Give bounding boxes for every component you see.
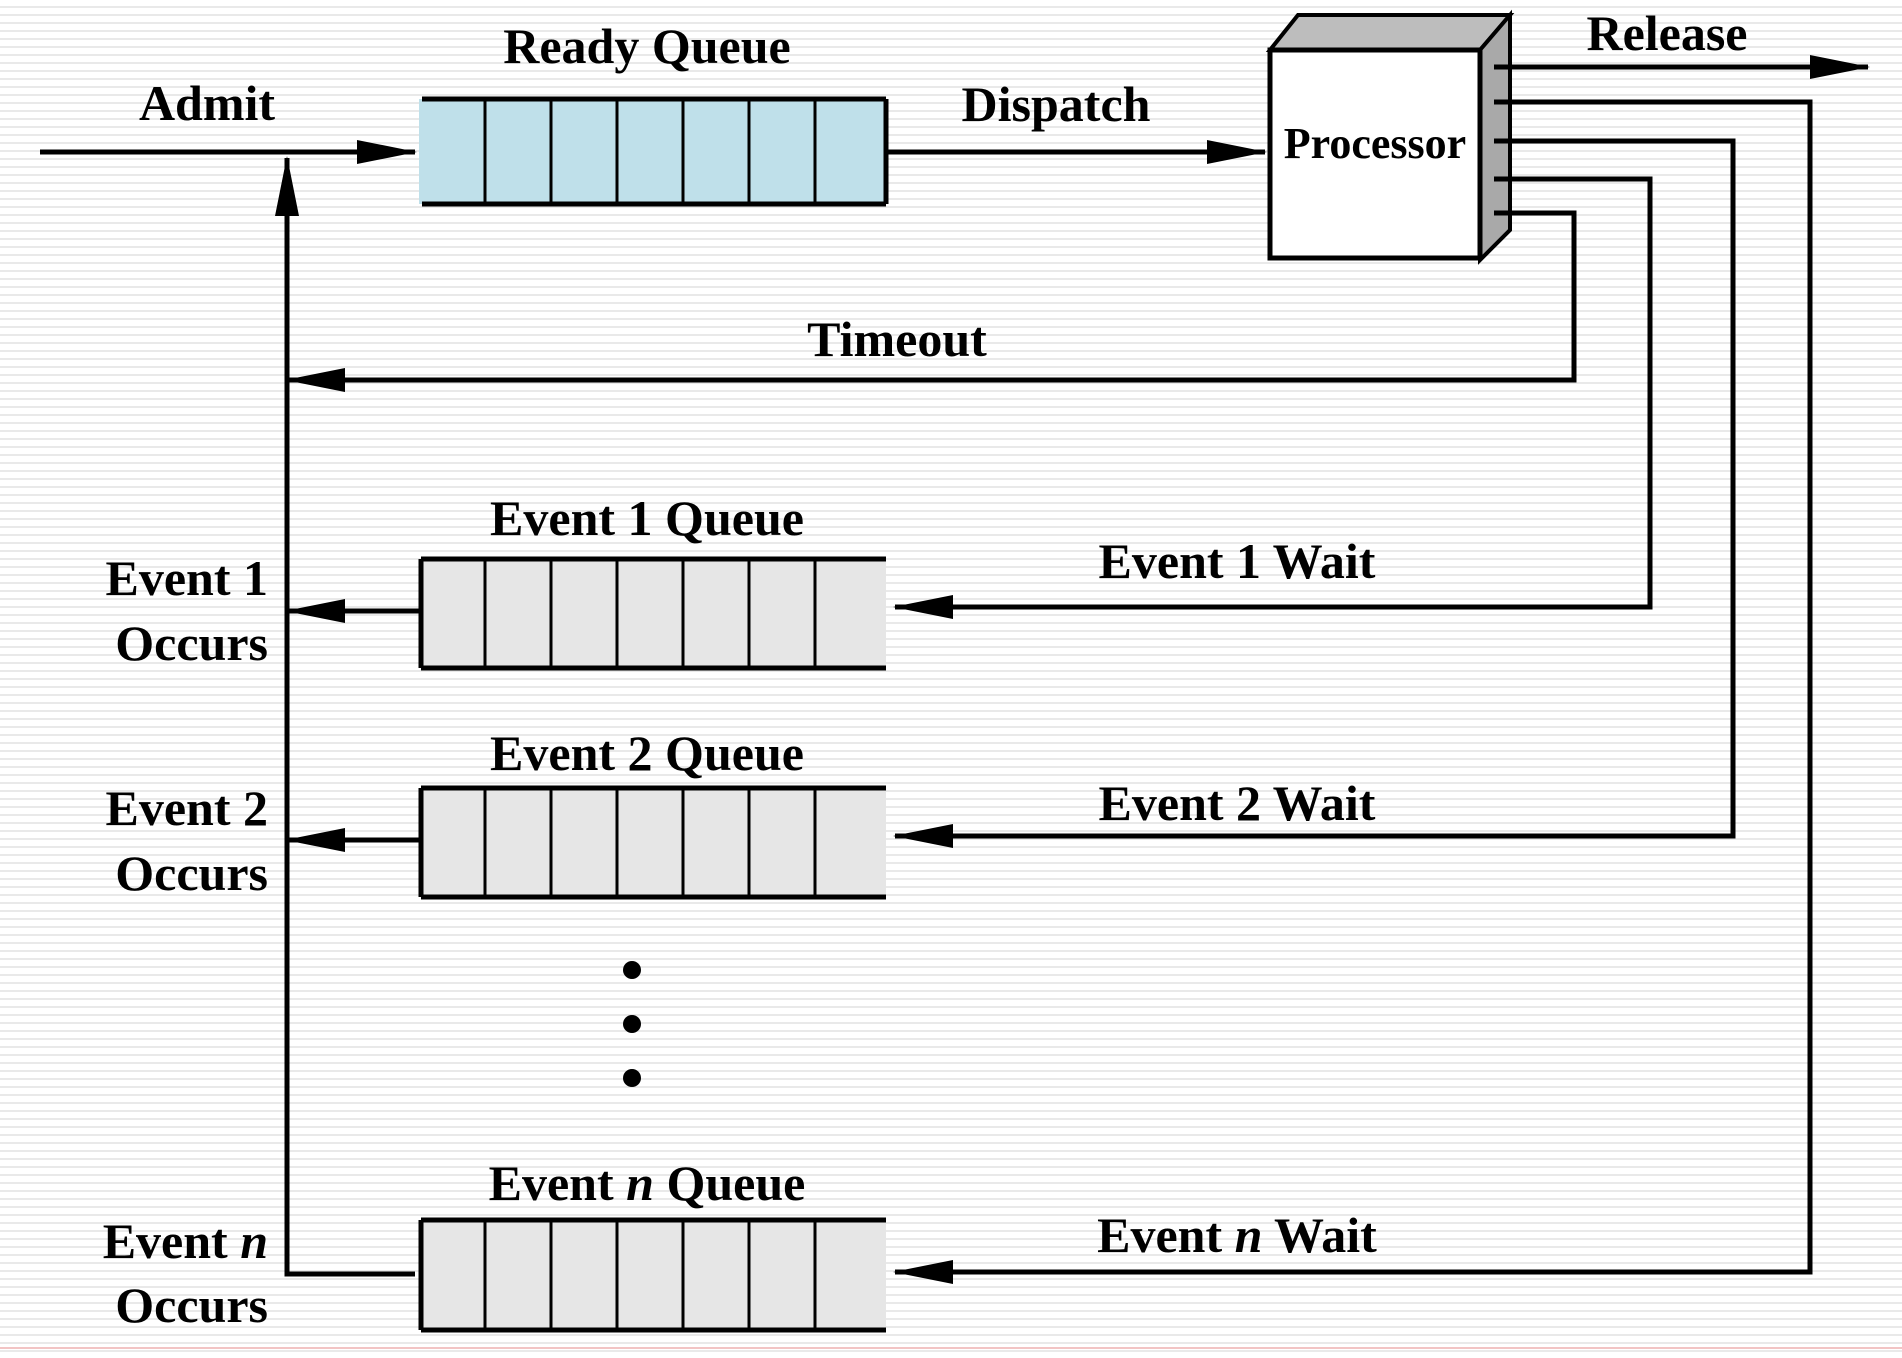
event1-queue-label: Event 1 Queue xyxy=(490,490,804,546)
ready-queue-label: Ready Queue xyxy=(503,18,791,74)
event2-wait-label: Event 2 Wait xyxy=(1099,775,1376,831)
timeout-label: Timeout xyxy=(807,311,987,367)
release-label: Release xyxy=(1586,5,1747,61)
processor-side xyxy=(1478,9,1512,265)
event2-occurs-label-line2: Occurs xyxy=(115,845,268,901)
event1-wait-label: Event 1 Wait xyxy=(1099,533,1376,589)
eventn-wait-label: Event n Wait xyxy=(1097,1207,1377,1263)
event1-queue xyxy=(418,556,886,671)
event2-queue-fill xyxy=(421,788,886,897)
timeout-arrow xyxy=(285,210,1577,392)
event2-wait-arrow xyxy=(893,138,1736,848)
admit-label: Admit xyxy=(139,75,275,131)
event2-queue-label: Event 2 Queue xyxy=(490,725,804,781)
ellipsis-dots xyxy=(623,961,641,1087)
event2-queue xyxy=(418,785,886,900)
processor-top xyxy=(1265,13,1515,52)
event1-queue-fill xyxy=(421,559,886,668)
eventn-wait-arrow xyxy=(893,99,1813,1284)
eventn-queue-fill xyxy=(421,1220,886,1330)
event1-occurs-label-line1: Event 1 xyxy=(106,550,269,606)
event2-occurs-label-line1: Event 2 xyxy=(106,780,269,836)
processor xyxy=(1265,9,1515,265)
event1-occurs-label-line2: Occurs xyxy=(115,615,268,671)
eventn-occurs-label-line2: Occurs xyxy=(115,1277,268,1333)
eventn-queue-label: Event n Queue xyxy=(489,1155,806,1211)
eventn-occurs-label-line1: Event n xyxy=(103,1213,268,1269)
ready-queue xyxy=(419,96,889,207)
eventn-queue xyxy=(418,1217,886,1333)
processor-label: Processor xyxy=(1284,119,1466,168)
dispatch-label: Dispatch xyxy=(962,76,1151,132)
event1-wait-arrow xyxy=(893,176,1653,619)
return-to-ready-arrow xyxy=(275,156,415,1277)
ready-queue-fill xyxy=(419,99,886,204)
